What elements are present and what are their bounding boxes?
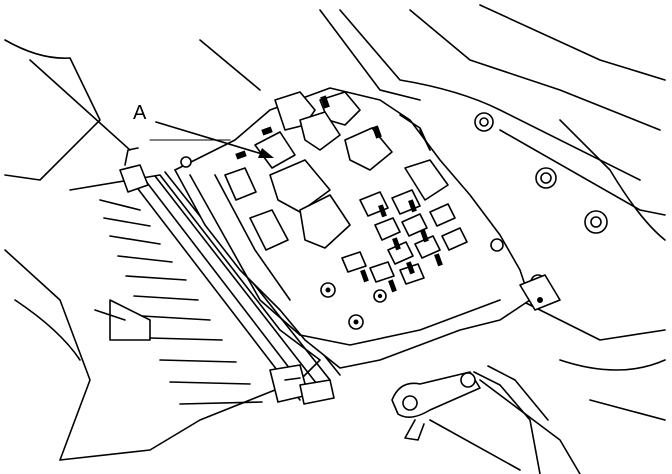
left-bracket-panel bbox=[60, 175, 320, 460]
callout-a-leader bbox=[156, 122, 274, 158]
body-fasteners bbox=[475, 113, 607, 233]
callout-label-a: A bbox=[133, 102, 147, 124]
body-panel-lines bbox=[5, 5, 665, 474]
wiring-harness bbox=[120, 148, 340, 404]
battery-terminal-clamp bbox=[392, 366, 548, 474]
fuse-relay-box bbox=[175, 88, 560, 368]
